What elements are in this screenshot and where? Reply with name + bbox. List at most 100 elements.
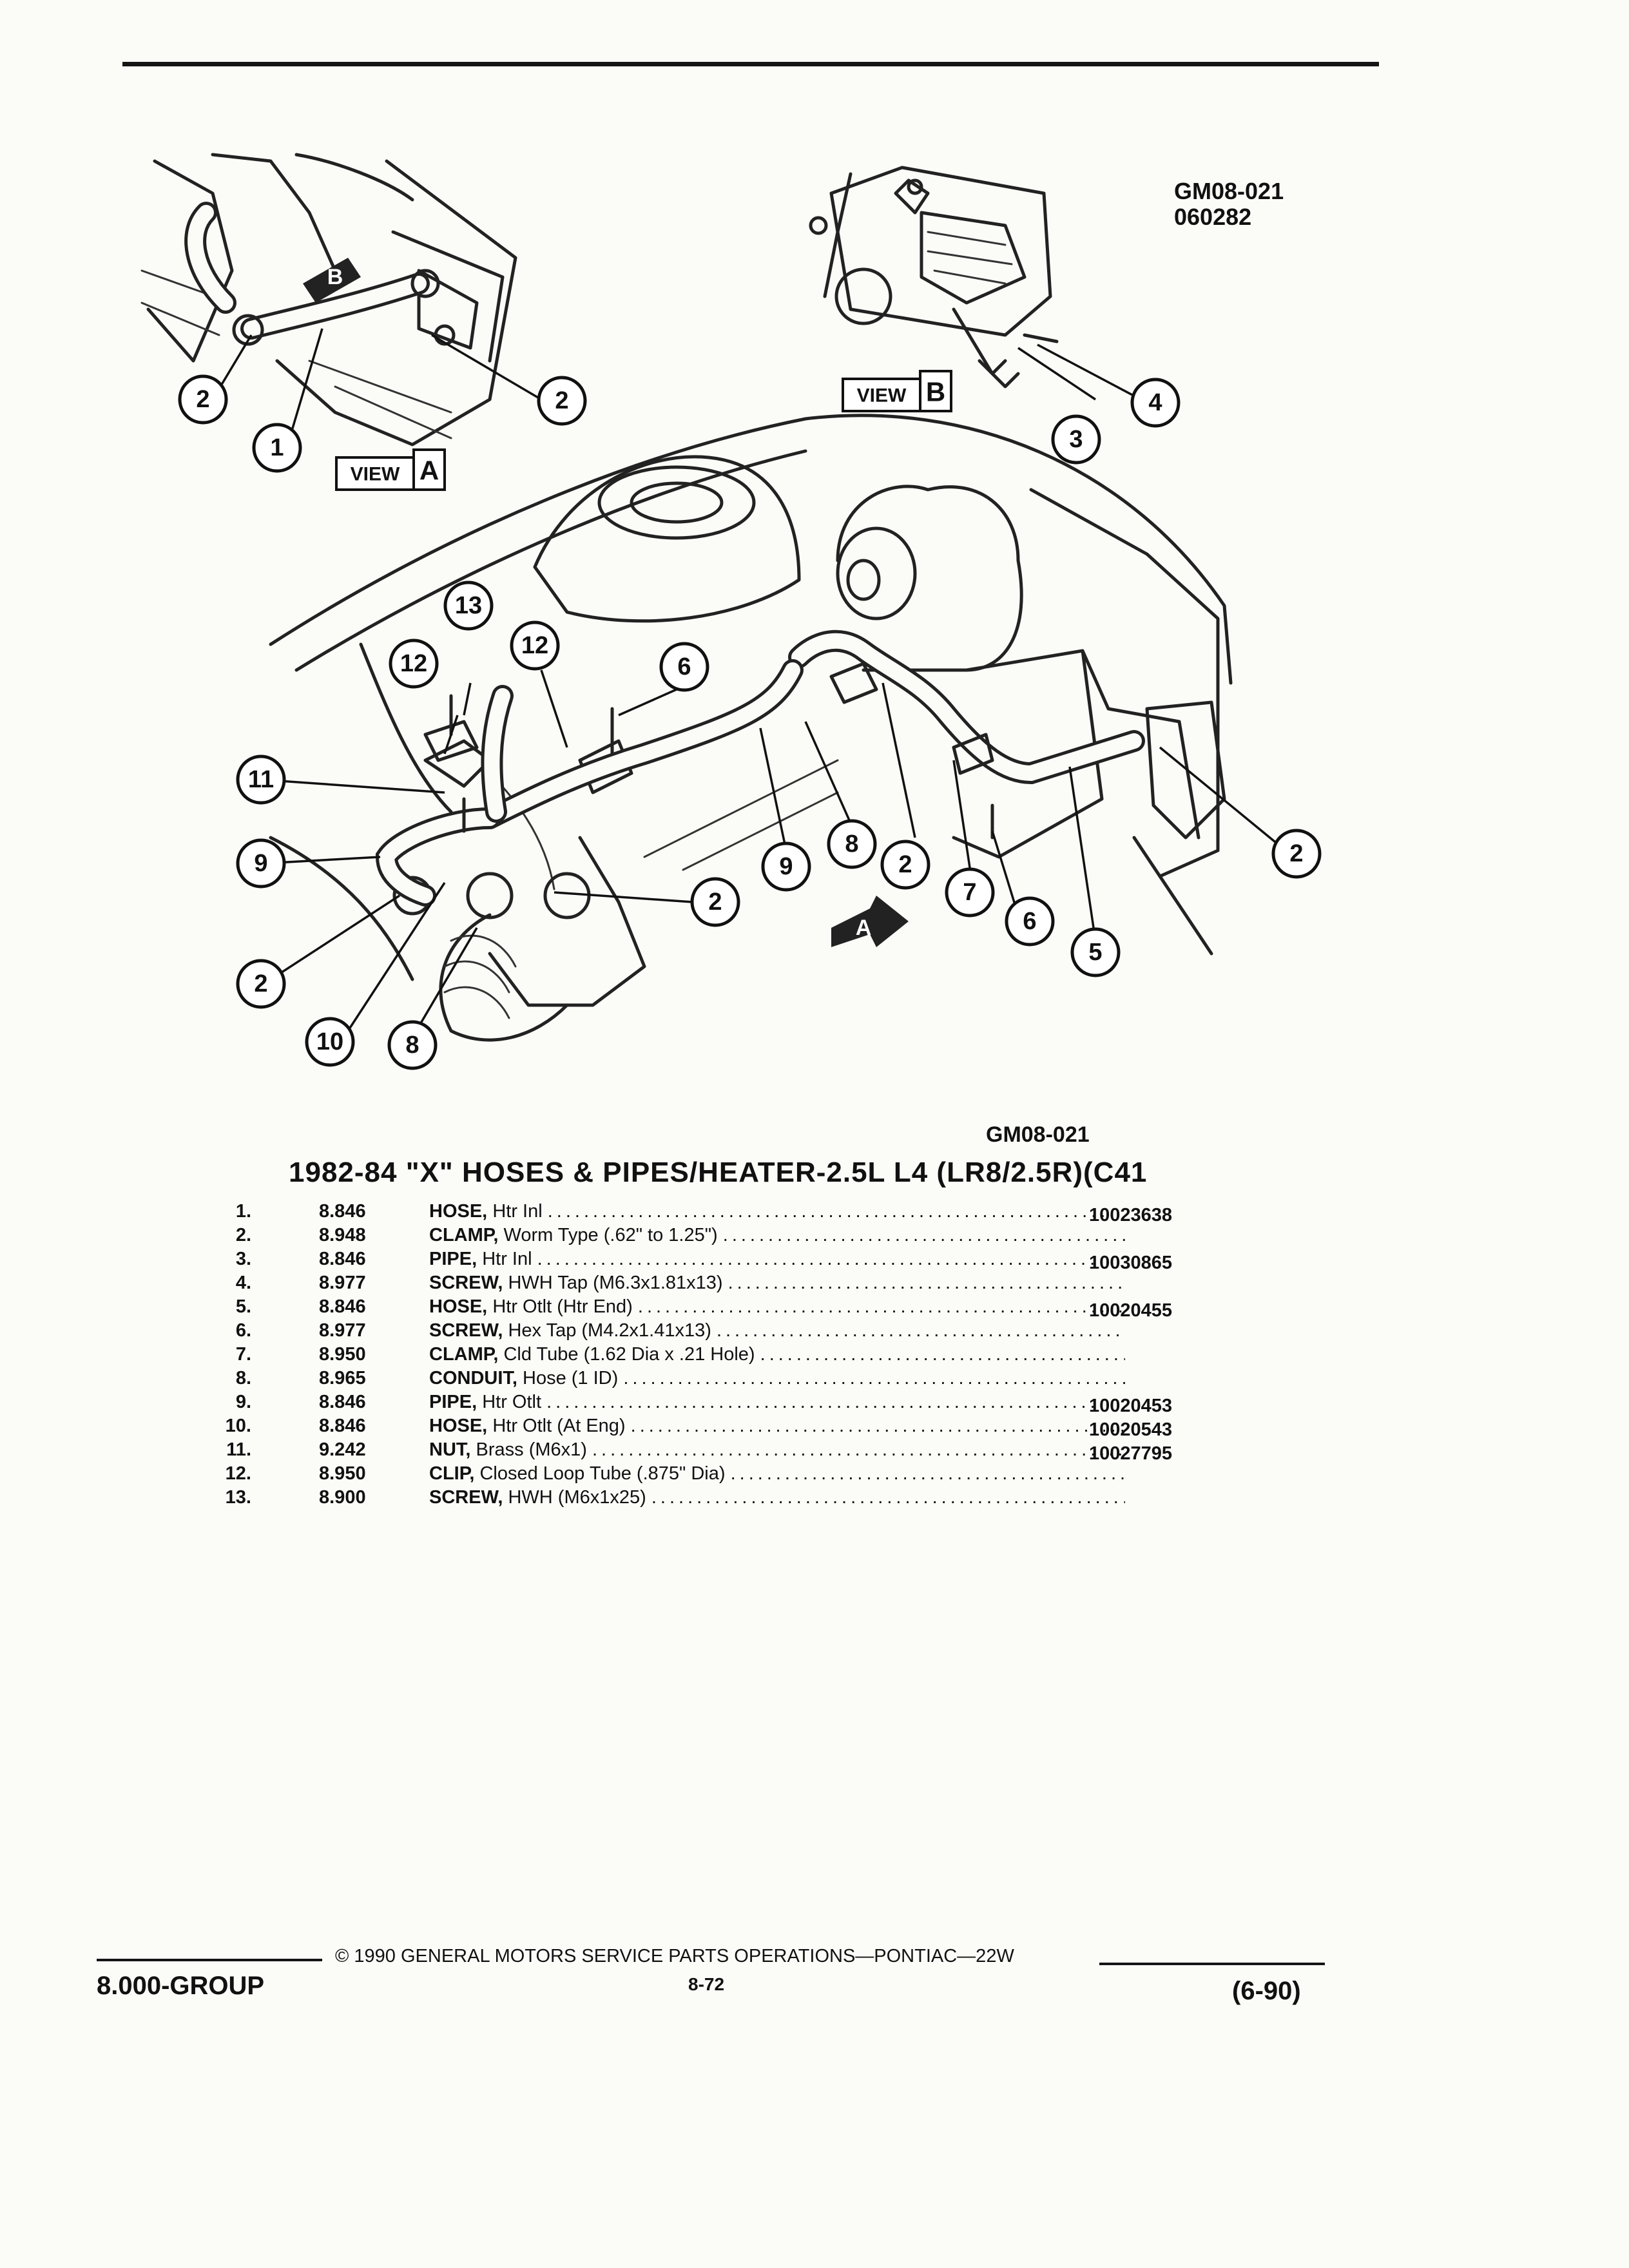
leader-dots: ........................................… <box>722 1225 1125 1245</box>
part-group-code: 8.965 <box>319 1368 366 1389</box>
part-number: 10030865 <box>1089 1253 1173 1273</box>
svg-text:12: 12 <box>400 650 427 677</box>
part-spec: Brass (M6x1) <box>476 1439 587 1460</box>
part-ref-number: 12. <box>225 1463 251 1484</box>
part-number: 10027795 <box>1089 1443 1173 1464</box>
part-description: CLAMP, Worm Type (.62" to 1.25") .......… <box>429 1224 1125 1247</box>
part-name: SCREW, <box>429 1487 503 1508</box>
part-ref-number: 10. <box>225 1416 251 1436</box>
part-name: SCREW, <box>429 1320 503 1341</box>
part-ref-number: 11. <box>226 1439 251 1460</box>
footer-page-number: 8-72 <box>688 1974 725 1994</box>
footer-date: (6-90) <box>1232 1977 1301 2005</box>
part-number: 10020455 <box>1089 1300 1173 1321</box>
callout-2-view-a-right: 2 <box>537 376 587 426</box>
part-spec: Htr Inl <box>482 1249 532 1269</box>
footer-group: 8.000-GROUP <box>97 1972 265 2000</box>
part-group-code: 8.950 <box>319 1344 366 1365</box>
callout-12-right: 12 <box>510 620 560 671</box>
part-name: CLAMP, <box>429 1344 499 1365</box>
callout-2-center: 2 <box>690 877 740 927</box>
view-a-tag: VIEW A <box>335 448 446 491</box>
part-name: NUT, <box>429 1439 471 1460</box>
part-description: HOSE, Htr Otlt (Htr End) ...............… <box>429 1295 1125 1319</box>
figure-code-bottom: GM08-021 <box>986 1122 1090 1147</box>
figure-date-code: 060282 <box>1174 204 1252 230</box>
part-ref-number: 8. <box>235 1368 251 1389</box>
part-spec: Cld Tube (1.62 Dia x .21 Hole) <box>503 1344 755 1365</box>
callout-13: 13 <box>443 581 494 631</box>
callout-10: 10 <box>305 1017 355 1067</box>
svg-text:8: 8 <box>845 831 858 858</box>
part-spec: Htr Inl <box>492 1201 543 1222</box>
callout-2-far-right: 2 <box>1271 829 1322 879</box>
part-spec: Worm Type (.62" to 1.25") <box>503 1225 718 1245</box>
leader-dots: ........................................… <box>630 1416 1125 1436</box>
part-name: CONDUIT, <box>429 1368 517 1389</box>
leader-dots: ........................................… <box>623 1368 1125 1389</box>
footer-copyright: © 1990 GENERAL MOTORS SERVICE PARTS OPER… <box>335 1946 1014 1966</box>
callout-4: 4 <box>1130 378 1181 428</box>
svg-text:3: 3 <box>1069 426 1083 453</box>
part-group-code: 8.846 <box>319 1249 366 1269</box>
svg-text:11: 11 <box>248 766 274 793</box>
part-group-code: 8.846 <box>319 1392 366 1412</box>
part-description: CLIP, Closed Loop Tube (.875" Dia) .....… <box>429 1462 1125 1486</box>
svg-text:VIEW: VIEW <box>857 385 907 407</box>
part-group-code: 8.846 <box>319 1201 366 1222</box>
arrow-b-letter: B <box>327 265 343 289</box>
svg-text:VIEW: VIEW <box>351 464 400 485</box>
leader-dots: ........................................… <box>546 1392 1108 1412</box>
part-ref-number: 4. <box>235 1273 251 1293</box>
svg-text:9: 9 <box>254 850 267 877</box>
part-spec: HWH (M6x1x25) <box>508 1487 646 1508</box>
callout-8-bottom: 8 <box>387 1020 438 1070</box>
svg-text:6: 6 <box>1023 908 1036 935</box>
svg-text:2: 2 <box>708 889 722 916</box>
svg-text:B: B <box>926 377 945 407</box>
leader-dots: ........................................… <box>651 1487 1125 1508</box>
svg-text:5: 5 <box>1088 939 1102 966</box>
part-ref-number: 7. <box>235 1344 251 1365</box>
svg-text:4: 4 <box>1148 389 1162 416</box>
svg-text:12: 12 <box>521 632 548 659</box>
engine-bay: A <box>269 414 1233 1042</box>
part-name: PIPE, <box>429 1249 477 1269</box>
part-number: 10020543 <box>1089 1419 1173 1440</box>
footer-rule-right <box>1099 1963 1325 1965</box>
callout-2-view-a-left: 2 <box>178 374 228 425</box>
part-group-code: 8.900 <box>319 1487 366 1508</box>
svg-text:2: 2 <box>898 851 912 878</box>
part-name: HOSE, <box>429 1296 488 1317</box>
callout-9-right: 9 <box>761 841 811 892</box>
leader-dots: ........................................… <box>537 1249 1099 1269</box>
part-spec: HWH Tap (M6.3x1.81x13) <box>508 1273 723 1293</box>
callout-8-right: 8 <box>827 819 877 869</box>
part-description: CLAMP, Cld Tube (1.62 Dia x .21 Hole) ..… <box>429 1343 1125 1367</box>
leader-dots: ........................................… <box>547 1201 1110 1222</box>
svg-text:13: 13 <box>455 592 482 619</box>
part-description: PIPE, Htr Inl ..........................… <box>429 1247 1125 1271</box>
part-name: CLIP, <box>429 1463 475 1484</box>
hose-diagram: B <box>140 153 1322 1070</box>
arrow-a-letter: A <box>856 916 872 940</box>
callout-11: 11 <box>236 754 286 805</box>
svg-text:7: 7 <box>963 879 976 906</box>
callout-3: 3 <box>1051 414 1101 465</box>
svg-text:2: 2 <box>555 387 568 414</box>
svg-text:10: 10 <box>316 1028 343 1055</box>
part-number: 10020453 <box>1089 1396 1173 1416</box>
leader-dots: ........................................… <box>730 1463 1125 1484</box>
part-group-code: 8.846 <box>319 1416 366 1436</box>
callout-2-right-of-8: 2 <box>880 840 930 890</box>
figure-code: GM08-021 <box>1174 178 1284 204</box>
part-group-code: 8.846 <box>319 1296 366 1317</box>
view-a-detail: B <box>140 153 517 447</box>
part-ref-number: 1. <box>235 1201 251 1222</box>
callout-2-bottom-left: 2 <box>236 959 286 1009</box>
part-description: CONDUIT, Hose (1 ID) ...................… <box>429 1367 1125 1390</box>
part-description: SCREW, HWH Tap (M6.3x1.81x13) ..........… <box>429 1271 1125 1295</box>
callout-5: 5 <box>1070 927 1121 977</box>
callout-9-left: 9 <box>236 838 286 889</box>
svg-text:1: 1 <box>270 434 284 461</box>
